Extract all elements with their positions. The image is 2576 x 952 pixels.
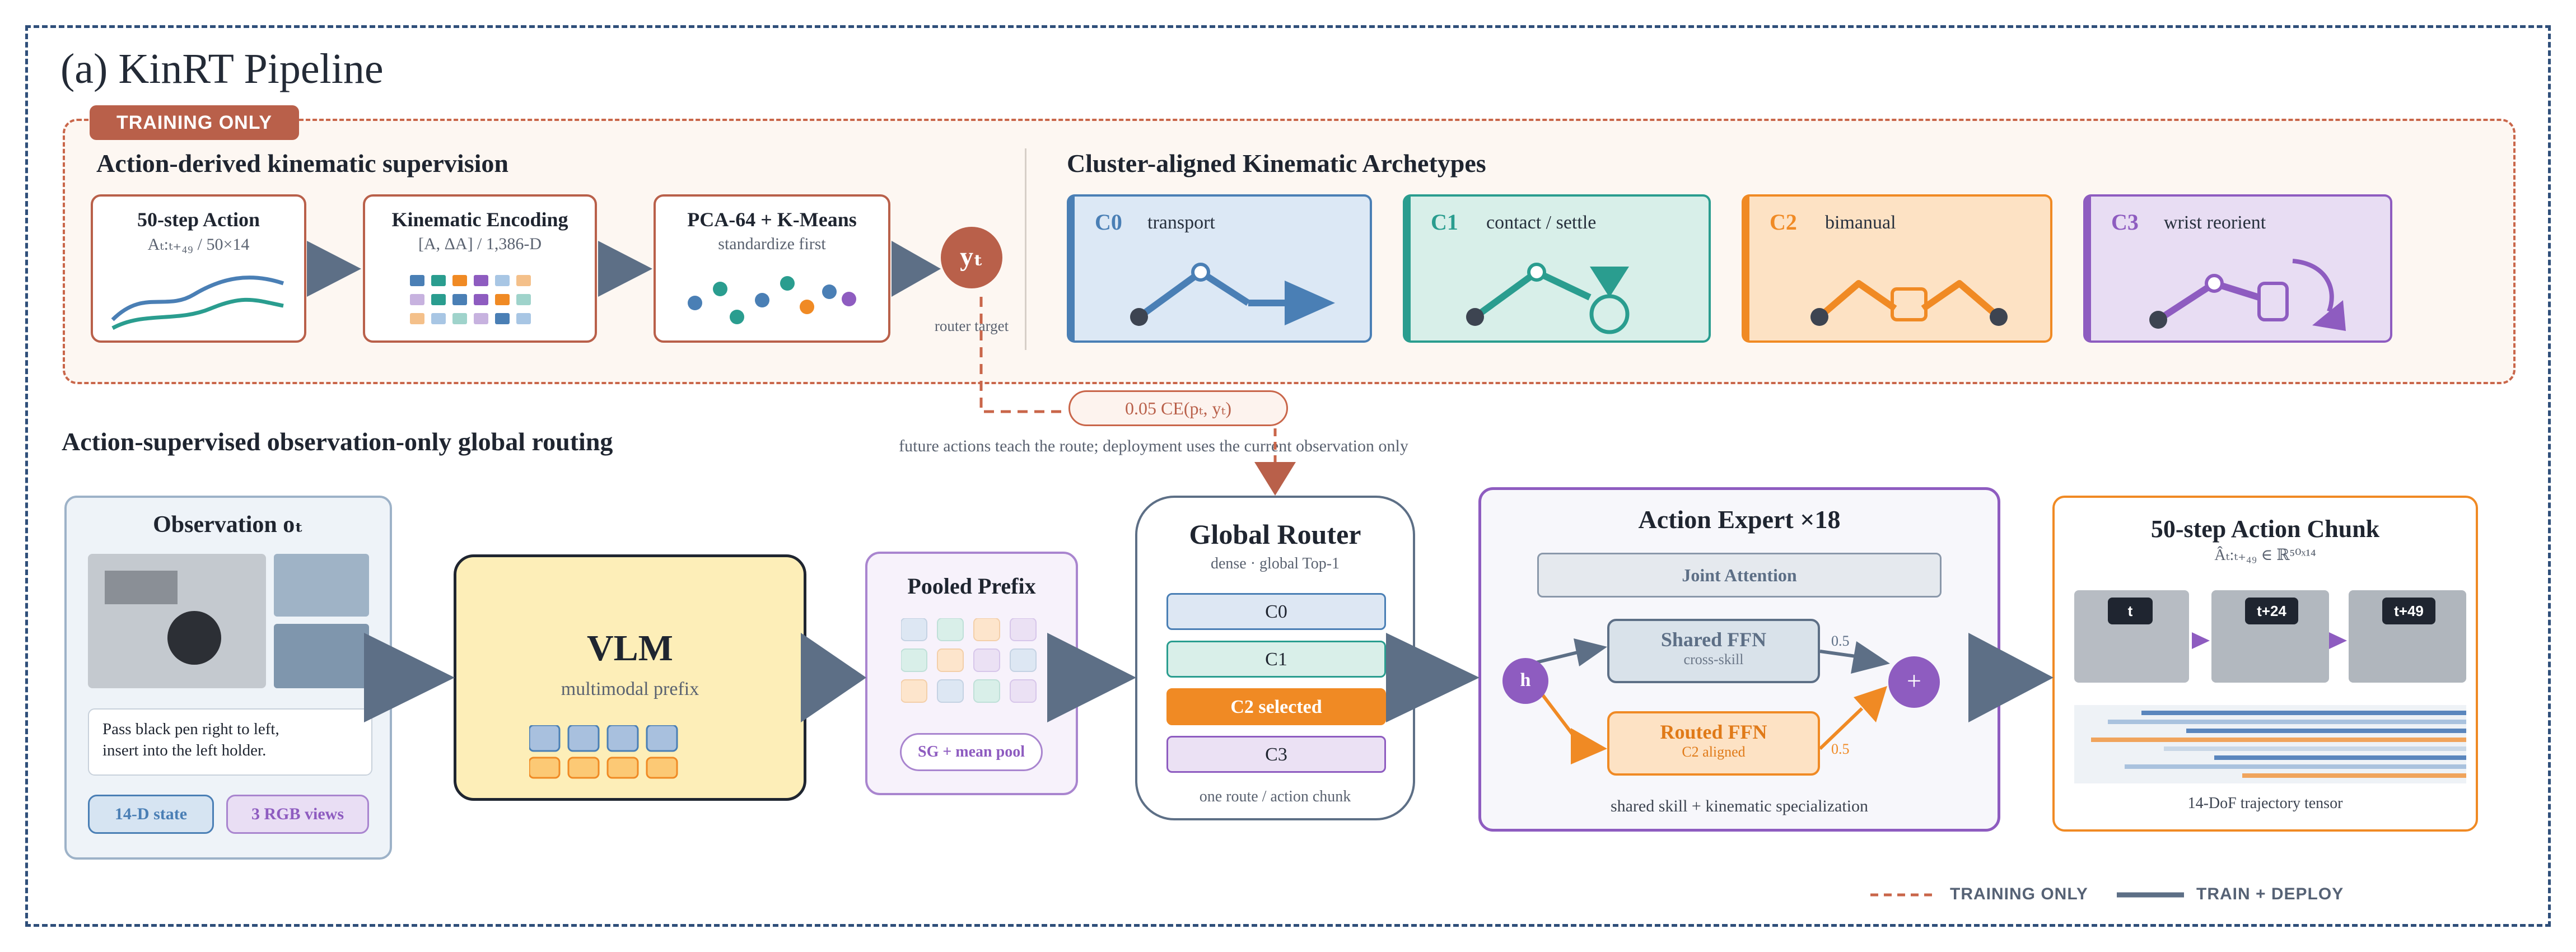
action-card-title: 50-step Action (137, 208, 260, 231)
cluster-c2-card: C2 bimanual (1742, 194, 2052, 343)
action-curves-icon (111, 276, 284, 330)
legend-training-label: TRAINING ONLY (1950, 885, 2088, 903)
loss-caption: future actions teach the route; deployme… (899, 437, 1408, 455)
action-chunk-card: 50-step Action Chunk Âₜ:ₜ₊₄₉ ∈ ℝ⁵⁰ˣ¹⁴ t … (2052, 496, 2478, 832)
loss-to-router-arrow (1254, 462, 1296, 496)
expert-flow-arrows (1530, 638, 1890, 764)
pooled-prefix-title: Pooled Prefix (907, 573, 1036, 599)
action-expert-footer: shared skill + kinematic specialization (1610, 797, 1869, 815)
hidden-state-node: h (1502, 658, 1548, 704)
arrow-action-to-encoding (307, 241, 361, 297)
global-router-card: Global Router dense · global Top-1 C0 C1… (1135, 496, 1415, 820)
joint-attention-box: Joint Attention (1537, 553, 1942, 598)
arrow-observation-to-vlm (364, 633, 455, 722)
router-option-c3: C3 (1166, 736, 1386, 773)
shared-ffn-box: Shared FFN cross-skill (1607, 619, 1820, 683)
frame-t49-label: t+49 (2382, 598, 2435, 624)
router-target-label: router target (934, 318, 1009, 334)
arrow-pca-to-target (892, 241, 941, 297)
vlm-sub: multimodal prefix (561, 679, 699, 699)
cluster-c0-name: transport (1147, 212, 1215, 233)
outer-frame (25, 25, 2551, 927)
global-router-footer: one route / action chunk (1199, 788, 1351, 805)
routed-weight-label: 0.5 (1831, 741, 1850, 757)
global-router-sub: dense · global Top-1 (1210, 555, 1340, 572)
contact-settle-glyph-icon (1466, 263, 1630, 334)
cluster-c3-code: C3 (2111, 209, 2139, 235)
action-chunk-title: 50-step Action Chunk (2150, 515, 2380, 543)
encoding-card-title: Kinematic Encoding (391, 208, 568, 231)
cluster-c2-name: bimanual (1825, 212, 1896, 233)
page-title: (a) KinRT Pipeline (60, 45, 384, 92)
cluster-c3-name: wrist reorient (2164, 212, 2266, 233)
routed-ffn-title: Routed FFN (1660, 721, 1767, 743)
cluster-c1-card: C1 contact / settle (1403, 194, 1711, 343)
training-loss-path (979, 297, 1067, 413)
transport-glyph-icon (1130, 263, 1335, 326)
feature-grid-icon (410, 275, 531, 324)
router-option-c2-selected: C2 selected (1166, 688, 1386, 725)
sum-node: + (1888, 656, 1940, 708)
action-expert-card: Action Expert ×18 Joint Attention Shared… (1478, 487, 2000, 832)
action-expert-title: Action Expert ×18 (1638, 505, 1841, 534)
views-chip: 3 RGB views (226, 795, 369, 834)
instruction-text: Pass black pen right to left, insert int… (88, 708, 372, 776)
cluster-c2-code: C2 (1770, 209, 1797, 235)
loss-pill: 0.05 CE(pₜ, yₜ) (1068, 390, 1288, 426)
frame-t-label: t (2108, 598, 2153, 624)
trajectory-tensor-heatmap (2074, 705, 2466, 783)
bimanual-glyph-icon (1810, 280, 2008, 326)
arrow-pooled-to-router (1047, 633, 1136, 722)
cluster-c3-card: C3 wrist reorient (2083, 194, 2392, 343)
router-target-circle: yₜ (941, 227, 1002, 288)
region-divider (1025, 148, 1026, 350)
global-router-title: Global Router (1189, 519, 1361, 550)
arrow-vlm-to-pooled (801, 633, 866, 722)
shared-ffn-sub: cross-skill (1683, 651, 1744, 668)
shared-ffn-title: Shared FFN (1660, 628, 1767, 651)
cluster-c0-card: C0 transport (1067, 194, 1372, 343)
action-chunk-sub: Âₜ:ₜ₊₄₉ ∈ ℝ⁵⁰ˣ¹⁴ (2214, 547, 2316, 564)
routed-ffn-box: Routed FFN C2 aligned (1607, 711, 1820, 776)
action-chunk-footer: 14-DoF trajectory tensor (2187, 795, 2343, 812)
wrist-reorient-glyph-icon (2149, 259, 2346, 331)
routing-heading: Action-supervised observation-only globa… (62, 427, 613, 456)
router-option-c1: C1 (1166, 641, 1386, 678)
supervision-heading: Action-derived kinematic supervision (96, 149, 508, 178)
router-option-c0: C0 (1166, 593, 1386, 630)
pca-card-sub: standardize first (718, 235, 826, 253)
observation-card: Observation oₜ Pass black pen right to l… (64, 496, 392, 860)
prefix-tokens-icon (529, 725, 678, 779)
pca-card: PCA-64 + K-Means standardize first (654, 194, 890, 343)
cluster-c1-code: C1 (1431, 209, 1458, 235)
legend-deploy-label: TRAIN + DEPLOY (2196, 885, 2344, 903)
cluster-scatter-icon (688, 276, 856, 324)
archetypes-heading: Cluster-aligned Kinematic Archetypes (1067, 149, 1486, 178)
state-chip: 14-D state (88, 795, 214, 834)
vlm-card: VLM multimodal prefix (454, 554, 806, 801)
cluster-c0-code: C0 (1095, 209, 1122, 235)
pooled-prefix-card: Pooled Prefix SG + mean pool (865, 552, 1078, 795)
encoding-card-sub: [A, ΔA] / 1,386-D (418, 235, 542, 253)
training-only-tag: TRAINING ONLY (90, 105, 299, 140)
pca-card-title: PCA-64 + K-Means (687, 208, 857, 231)
arrow-router-to-expert (1386, 633, 1480, 722)
sg-mean-pool-chip: SG + mean pool (900, 733, 1043, 771)
arrow-encoding-to-pca (598, 241, 652, 297)
arrow-expert-to-chunk (1968, 633, 2054, 722)
frame-t24-label: t+24 (2245, 598, 2298, 624)
camera-views-image (88, 554, 369, 688)
shared-weight-label: 0.5 (1831, 633, 1850, 649)
cluster-c1-name: contact / settle (1486, 212, 1597, 233)
vlm-title: VLM (587, 628, 673, 669)
routed-ffn-sub: C2 aligned (1682, 744, 1746, 760)
pooled-tokens-icon (901, 618, 1037, 703)
encoding-card: Kinematic Encoding [A, ΔA] / 1,386-D (363, 194, 597, 343)
frame-arrows (2192, 632, 2347, 649)
action-card: 50-step Action Aₜ:ₜ₊₄₉ / 50×14 (91, 194, 306, 343)
action-card-sub: Aₜ:ₜ₊₄₉ / 50×14 (147, 235, 250, 254)
observation-title: Observation oₜ (153, 512, 304, 538)
